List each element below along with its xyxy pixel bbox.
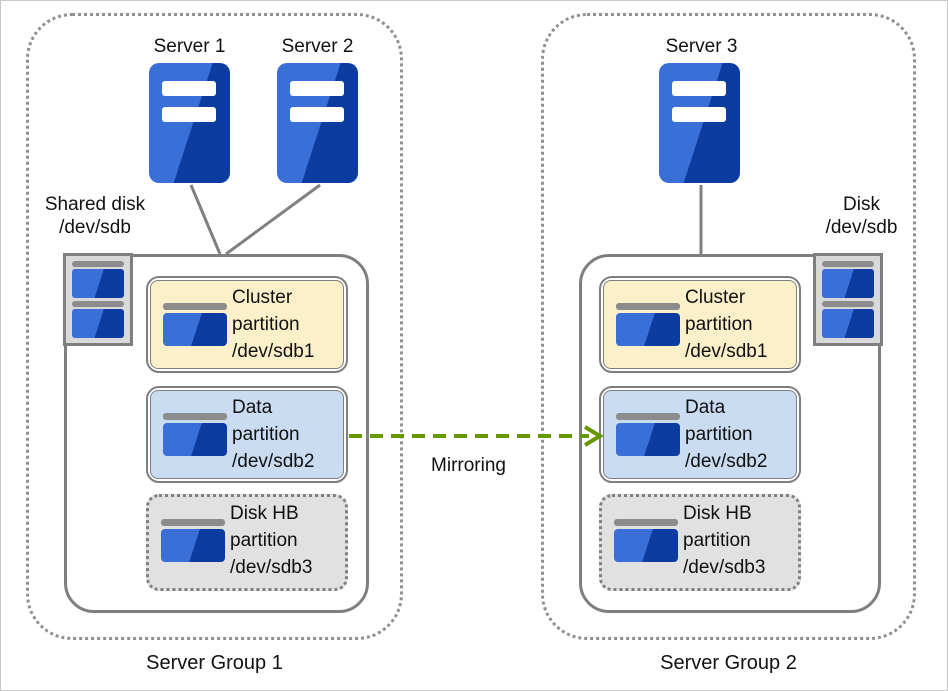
- server-slot: [672, 107, 726, 122]
- partition-disk-icon: [616, 413, 680, 456]
- partition-disk-icon: [614, 519, 678, 562]
- cluster-partition-box: Cluster partition /dev/sdb1: [599, 276, 801, 373]
- cluster-partition-text: Cluster partition /dev/sdb1: [232, 287, 315, 362]
- server-group-1-outline: [26, 13, 403, 640]
- disk-hb-partition-box: Disk HB partition /dev/sdb3: [599, 494, 801, 591]
- server-1-icon: [149, 63, 230, 183]
- disk-hb-partition-text: Disk HB partition /dev/sdb3: [683, 503, 766, 578]
- server-group-2-outline: [541, 13, 916, 640]
- server-slot: [290, 107, 344, 122]
- server-group-2-label: Server Group 2: [660, 652, 797, 674]
- server-2-label: Server 2: [281, 36, 354, 57]
- server-3-icon: [659, 63, 740, 183]
- disk-hb-partition-text: Disk HB partition /dev/sdb3: [230, 503, 313, 578]
- data-partition-text: Data partition /dev/sdb2: [232, 397, 315, 472]
- partition-disk-icon: [616, 303, 680, 346]
- disk-hb-partition-box: Disk HB partition /dev/sdb3: [146, 494, 348, 591]
- server-slot: [162, 107, 216, 122]
- disk-label: Disk /dev/sdb: [825, 194, 898, 238]
- server-group-1-label: Server Group 1: [146, 652, 283, 674]
- cluster-partition-text: Cluster partition /dev/sdb1: [685, 287, 768, 362]
- server-slot: [290, 81, 344, 96]
- server-slot: [162, 81, 216, 96]
- shared-disk-label: Shared disk /dev/sdb: [44, 194, 146, 238]
- server-1-label: Server 1: [153, 36, 226, 57]
- server-3-label: Server 3: [665, 36, 738, 57]
- server-slot: [672, 81, 726, 96]
- cluster-partition-box: Cluster partition /dev/sdb1: [146, 276, 348, 373]
- data-partition-text: Data partition /dev/sdb2: [685, 397, 768, 472]
- server-2-icon: [277, 63, 358, 183]
- data-partition-box: Data partition /dev/sdb2: [146, 386, 348, 483]
- partition-disk-icon: [161, 519, 225, 562]
- mirroring-label: Mirroring: [431, 455, 506, 476]
- data-partition-box: Data partition /dev/sdb2: [599, 386, 801, 483]
- partition-disk-icon: [163, 413, 227, 456]
- partition-disk-icon: [163, 303, 227, 346]
- disk-array-icon: [63, 253, 133, 346]
- disk-array-icon: [813, 253, 883, 346]
